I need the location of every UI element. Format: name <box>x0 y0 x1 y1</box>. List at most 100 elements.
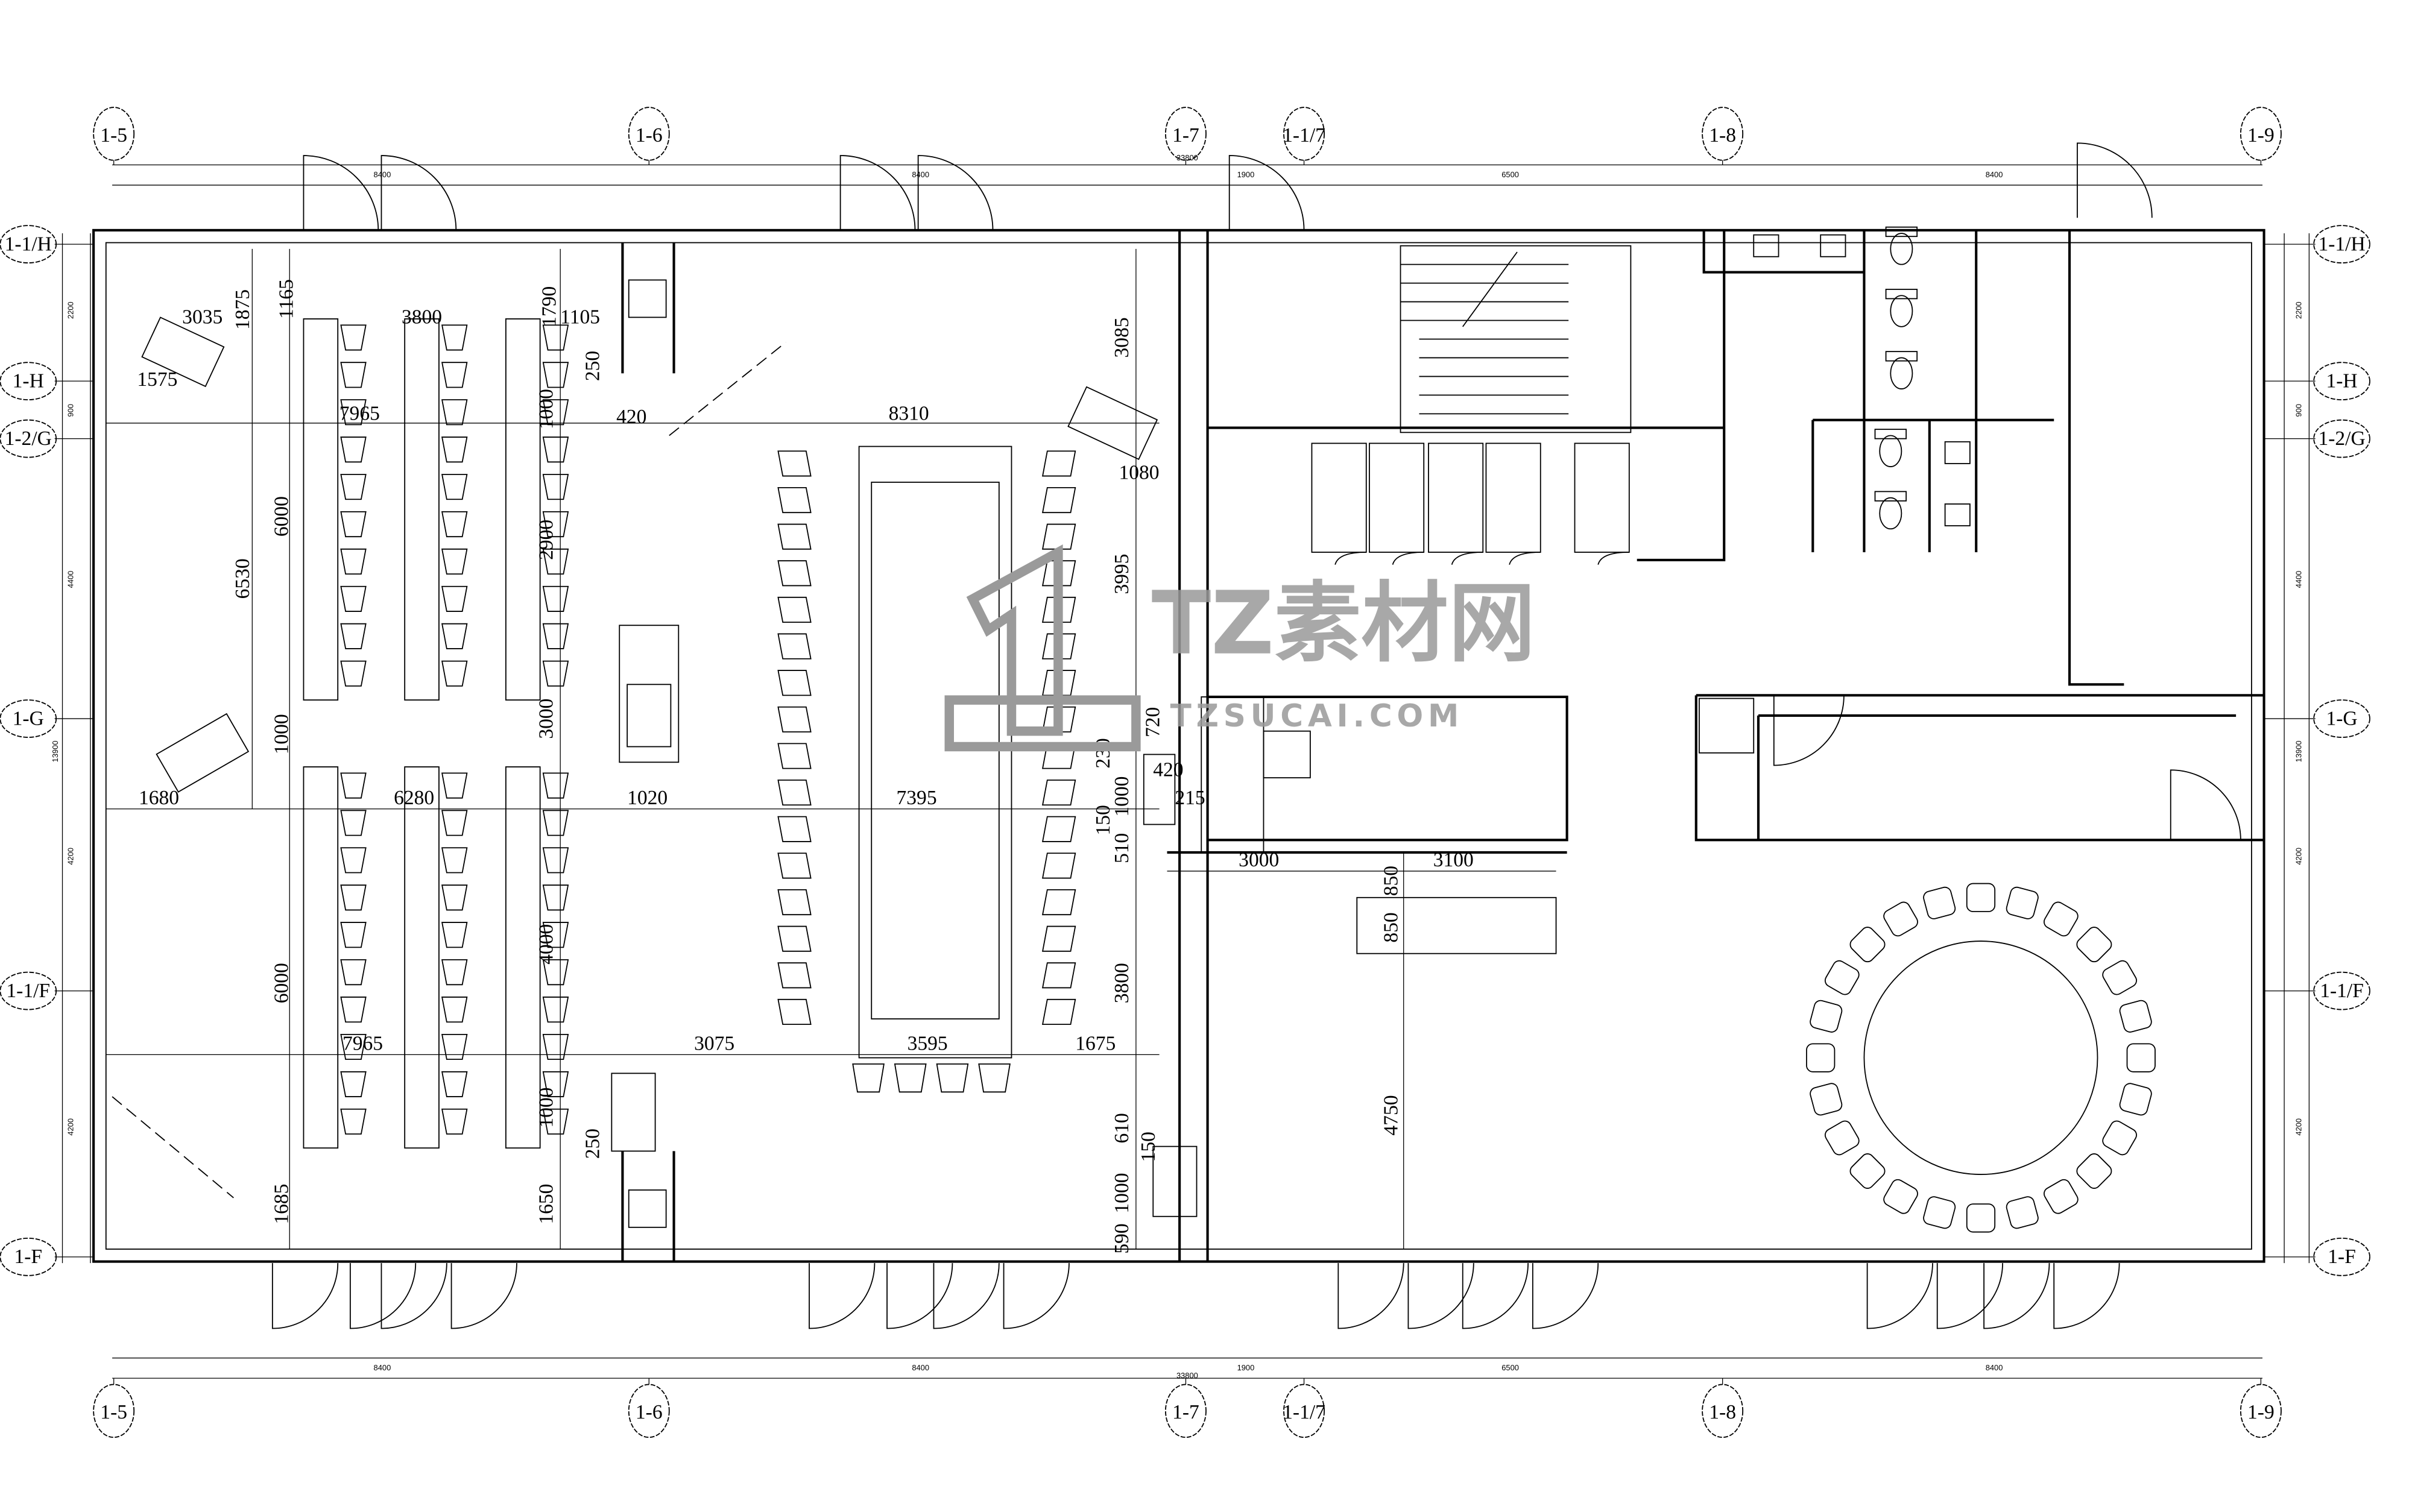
dim-bottom-span: 8400 <box>374 1363 391 1372</box>
chair <box>777 487 812 514</box>
chair <box>441 1071 468 1097</box>
chair <box>542 1071 569 1097</box>
chair <box>777 743 812 769</box>
sink <box>1820 234 1846 257</box>
chair <box>441 922 468 948</box>
sofa <box>141 317 225 388</box>
door <box>1003 1263 1070 1329</box>
chair <box>340 362 367 388</box>
stall-door-swing <box>1597 552 1629 565</box>
dim-label: 1000 <box>535 389 557 429</box>
dim-label: 1875 <box>232 289 254 330</box>
axis-label-row: 1-1/F <box>6 980 50 1002</box>
chair <box>1041 523 1076 550</box>
door <box>2053 1263 2120 1329</box>
chair <box>340 847 367 874</box>
chair <box>340 1071 367 1097</box>
axis-bubble <box>93 107 135 161</box>
dim-label: 1020 <box>627 787 668 809</box>
door <box>450 1263 517 1329</box>
chair <box>340 585 367 612</box>
chair <box>340 623 367 649</box>
door <box>2170 769 2241 840</box>
chair <box>1041 596 1076 623</box>
chair <box>1041 816 1076 842</box>
chair <box>777 780 812 806</box>
chair <box>441 997 468 1023</box>
dim-bottom-total: 33800 <box>1176 1371 1198 1380</box>
chair <box>2102 960 2137 995</box>
dim-top-span: 8400 <box>374 170 391 179</box>
door <box>1936 1263 2003 1329</box>
door <box>1773 695 1845 766</box>
toilet <box>1890 357 1913 389</box>
dim-bottom-span: 6500 <box>1501 1363 1519 1372</box>
chair <box>441 810 468 836</box>
axis-bubble <box>93 1384 135 1438</box>
axis-bubble <box>1283 1384 1325 1438</box>
chair <box>542 1108 569 1135</box>
axis-bubble <box>0 419 57 458</box>
chair <box>441 1108 468 1135</box>
dim-label: 250 <box>582 351 604 381</box>
chair <box>441 511 468 538</box>
chair <box>441 399 468 426</box>
desk-row <box>404 766 440 1149</box>
dim-label: 610 <box>1111 1113 1133 1143</box>
chair <box>542 362 569 388</box>
chair <box>441 548 468 575</box>
chair <box>1883 901 1918 937</box>
grid-axis-bubbles: 1-51-51-61-61-71-71-1/71-1/71-81-81-91-9… <box>0 107 2370 1438</box>
dim-label: 1105 <box>560 306 600 329</box>
desk-row <box>404 318 440 701</box>
chair <box>1041 706 1076 732</box>
chair <box>542 772 569 799</box>
chair <box>1810 1000 1843 1033</box>
door <box>1407 1263 1474 1329</box>
door <box>349 1263 417 1329</box>
dim-label: 7965 <box>339 403 380 425</box>
axis-bubble <box>1165 107 1207 161</box>
chair <box>340 660 367 687</box>
toilet-tank <box>1885 351 1918 362</box>
dim-label: 7965 <box>343 1033 383 1055</box>
dim-top-span: 1900 <box>1237 170 1255 179</box>
chair <box>2119 1083 2152 1116</box>
chair <box>777 596 812 623</box>
chair <box>441 660 468 687</box>
chair <box>777 523 812 550</box>
door <box>886 1263 953 1329</box>
chair <box>1041 889 1076 916</box>
dim-label: 3800 <box>402 306 442 329</box>
axis-label-column: 1-8 <box>1709 124 1736 146</box>
axis-label-row: 1-H <box>2326 370 2358 392</box>
conference-table <box>858 446 1012 1059</box>
chair <box>542 623 569 649</box>
chair <box>340 884 367 911</box>
axis-bubble <box>0 699 57 738</box>
chair <box>542 436 569 463</box>
stall <box>1574 443 1630 553</box>
toilet-tank <box>1885 289 1918 300</box>
axis-label-row: 1-1/H <box>2318 233 2365 255</box>
dim-label: 3000 <box>1239 849 1279 871</box>
chair <box>340 922 367 948</box>
chair <box>2126 1043 2156 1073</box>
axis-label-row: 1-F <box>2328 1246 2356 1268</box>
chair <box>2076 927 2112 963</box>
dim-label: 590 <box>1111 1223 1133 1253</box>
dim-label: 1650 <box>535 1184 557 1224</box>
chair <box>1883 1179 1918 1214</box>
chair <box>542 1033 569 1060</box>
chair <box>1966 883 1996 912</box>
chair <box>1923 886 1956 919</box>
axis-bubble <box>2313 225 2370 263</box>
axis-label-column: 1-5 <box>100 1401 127 1423</box>
dim-label: 1165 <box>275 279 297 319</box>
chair <box>777 560 812 587</box>
dim-label: 3595 <box>908 1033 948 1055</box>
toilet <box>1879 435 1902 467</box>
axis-bubble <box>628 1384 670 1438</box>
chair <box>2006 1196 2039 1229</box>
